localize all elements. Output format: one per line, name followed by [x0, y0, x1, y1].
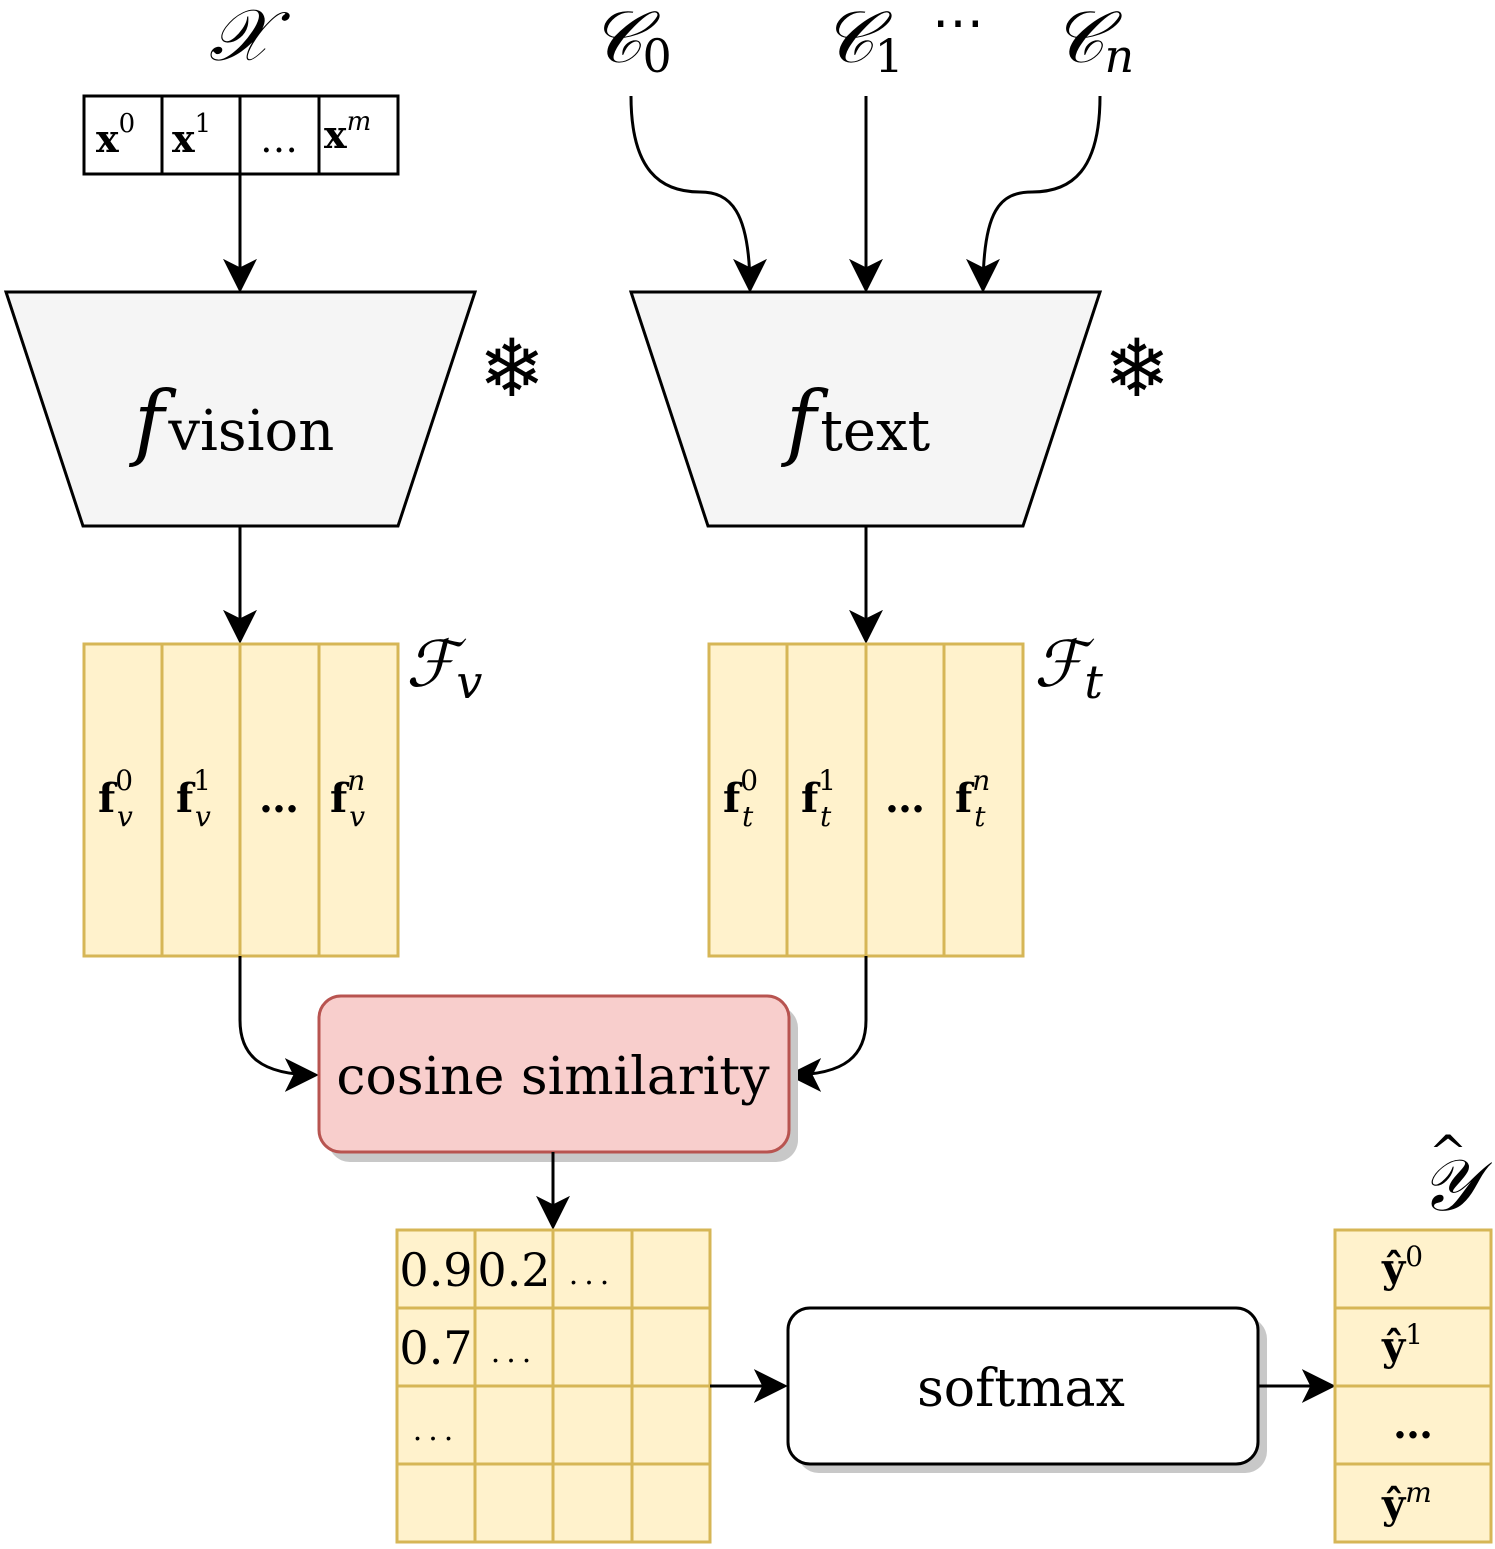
- softmax-box: softmax: [786, 1306, 1267, 1473]
- output-hat: ^: [1429, 1125, 1468, 1179]
- cosine-similarity-box: cosine similarity: [317, 994, 798, 1162]
- text-encoder: ftext: [628, 290, 1103, 528]
- class-n-label: 𝒞n: [1052, 0, 1134, 83]
- vision-encoder-label: fvision: [128, 375, 334, 470]
- matrix-cell: ...: [413, 1413, 460, 1448]
- class-0-label: 𝒞0: [590, 0, 672, 83]
- output-predictions: ŷ0 ŷ1 … ŷm: [1333, 1228, 1493, 1544]
- image-cell-m: xm: [324, 107, 371, 157]
- output-symbol: 𝒴: [1420, 1143, 1493, 1227]
- vision-encoder: fvision: [3, 290, 478, 528]
- snowflake-icon: ❄: [478, 322, 545, 415]
- matrix-cell: 0.9: [399, 1243, 472, 1297]
- arrow-fv-to-cosine: [238, 956, 319, 1092]
- output-cell-m: ŷm: [1381, 1476, 1432, 1528]
- arrow-classn-to-text: [966, 95, 1102, 293]
- arrow-ft-to-cosine: [787, 956, 868, 1092]
- similarity-matrix: 0.9 0.2 ... 0.7 ... ...: [395, 1228, 712, 1544]
- matrix-cell: ...: [491, 1335, 538, 1370]
- output-cell-0: ŷ0: [1381, 1240, 1423, 1292]
- text-features-symbol: ℱt: [1034, 628, 1103, 709]
- image-cell-ellipsis: …: [260, 117, 298, 161]
- softmax-label: softmax: [917, 1359, 1125, 1419]
- output-cell-ellipsis: …: [1393, 1401, 1433, 1448]
- output-cell-1: ŷ1: [1381, 1318, 1423, 1370]
- matrix-cell: 0.2: [477, 1243, 550, 1297]
- images-vector: x0 x1 … xm: [82, 94, 400, 176]
- image-cell-0: x0: [96, 109, 135, 161]
- cosine-similarity-label: cosine similarity: [336, 1047, 770, 1107]
- vision-feature-ellipsis: …: [259, 775, 299, 822]
- class-1-label: 𝒞1: [822, 0, 904, 83]
- matrix-cell: 0.7: [399, 1321, 472, 1375]
- arrow-class0-to-text: [629, 95, 767, 293]
- vision-features-symbol: ℱv: [406, 628, 482, 709]
- image-cell-1: x1: [172, 109, 211, 161]
- snowflake-icon: ❄: [1103, 322, 1170, 415]
- classes-ellipsis: ⋯: [932, 0, 984, 53]
- matrix-cell: ...: [569, 1257, 616, 1292]
- images-symbol: 𝒳: [209, 0, 291, 77]
- text-encoder-label: ftext: [780, 375, 931, 470]
- text-feature-ellipsis: …: [885, 775, 925, 822]
